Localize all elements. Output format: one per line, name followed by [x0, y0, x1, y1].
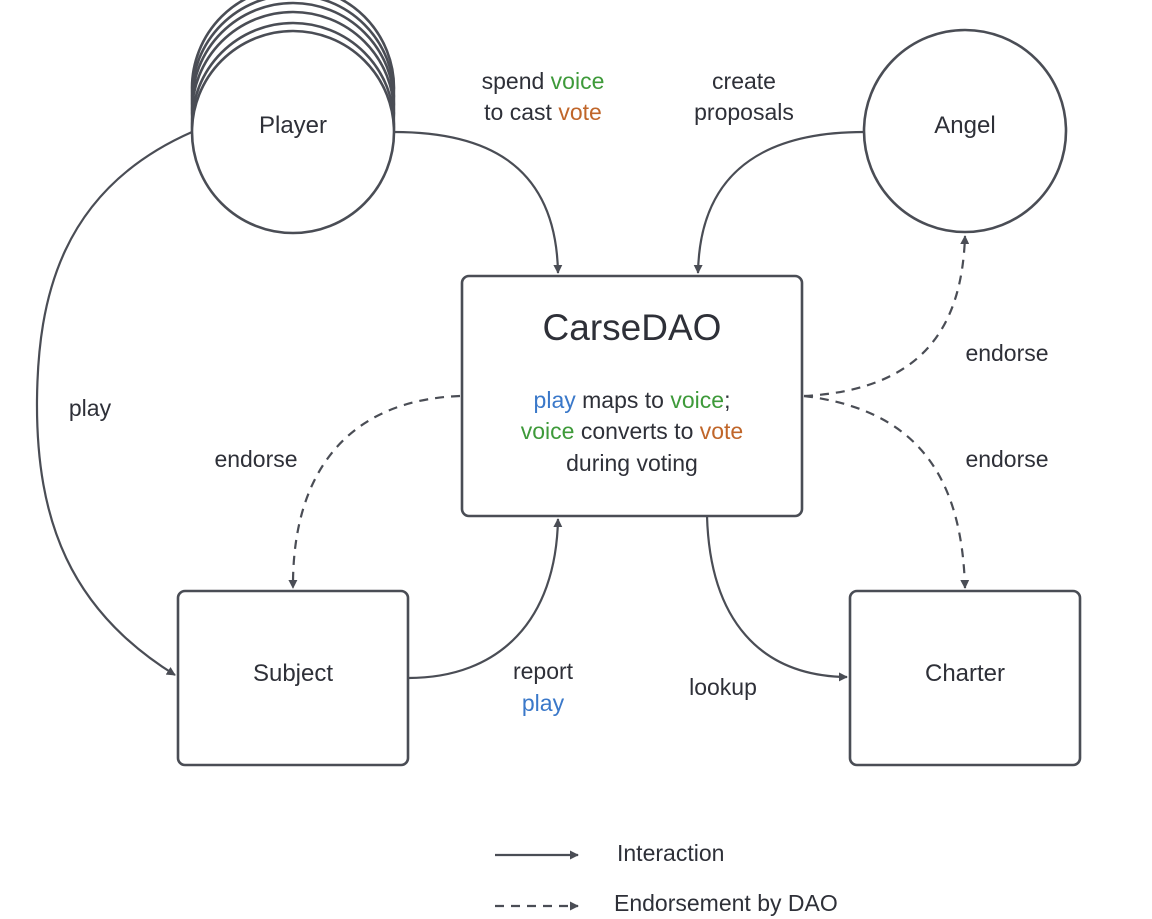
- edge-player-to-subject: [35, 130, 193, 676]
- text-segment: ;: [724, 387, 731, 413]
- charter-node-shape[interactable]: [848, 589, 1082, 767]
- edge-label-proposals: proposals: [694, 99, 794, 125]
- carsedao-desc-line2: voice converts to vote: [462, 416, 802, 447]
- edge-label-endorse-subject: endorse: [214, 446, 298, 472]
- term-voice: voice: [550, 68, 605, 94]
- carsedao-desc-line1: play maps to voice;: [462, 385, 802, 416]
- carsedao-desc-line3: during voting: [566, 450, 698, 476]
- carsedao-title: CarseDAO: [542, 307, 722, 348]
- edge-label-endorse-angel: endorse: [965, 340, 1049, 366]
- term-vote: vote: [699, 418, 744, 444]
- angel-label: Angel: [934, 112, 996, 139]
- edge-label-cast-vote: to cast vote: [443, 97, 643, 128]
- edge-player-to-dao: [393, 130, 563, 274]
- edge-label-play: play: [68, 395, 112, 421]
- text-segment: to cast: [484, 99, 559, 125]
- carsedao-node-shape[interactable]: [460, 274, 804, 518]
- text-segment: converts to: [574, 418, 700, 444]
- subject-label: Subject: [252, 660, 334, 687]
- text-segment: maps to: [575, 387, 671, 413]
- term-vote: vote: [558, 99, 602, 125]
- edge-dao-to-charter-endorse: [803, 394, 970, 589]
- edge-dao-to-charter-lookup: [705, 515, 848, 682]
- term-play: play: [533, 387, 576, 413]
- player-label: Player: [258, 112, 328, 139]
- edge-label-report-play: play: [521, 690, 565, 716]
- legend-endorsement-label: Endorsement by DAO: [614, 890, 838, 916]
- edge-angel-to-dao: [693, 130, 865, 274]
- edge-label-spend-voice: spend voice: [443, 66, 643, 97]
- charter-label: Charter: [924, 660, 1006, 687]
- term-voice: voice: [520, 418, 575, 444]
- edge-dao-to-subject-endorse: [288, 394, 461, 589]
- edge-dao-to-angel-endorse: [803, 235, 970, 398]
- edge-label-endorse-charter: endorse: [965, 446, 1049, 472]
- text-segment: spend: [481, 68, 551, 94]
- term-voice: voice: [670, 387, 725, 413]
- legend-interaction-label: Interaction: [617, 840, 725, 866]
- edge-subject-to-dao: [407, 518, 563, 680]
- player-node-shape[interactable]: [190, 0, 396, 235]
- edge-label-lookup: lookup: [689, 674, 757, 700]
- edge-label-report: report: [512, 658, 574, 684]
- edge-label-create: create: [712, 68, 776, 94]
